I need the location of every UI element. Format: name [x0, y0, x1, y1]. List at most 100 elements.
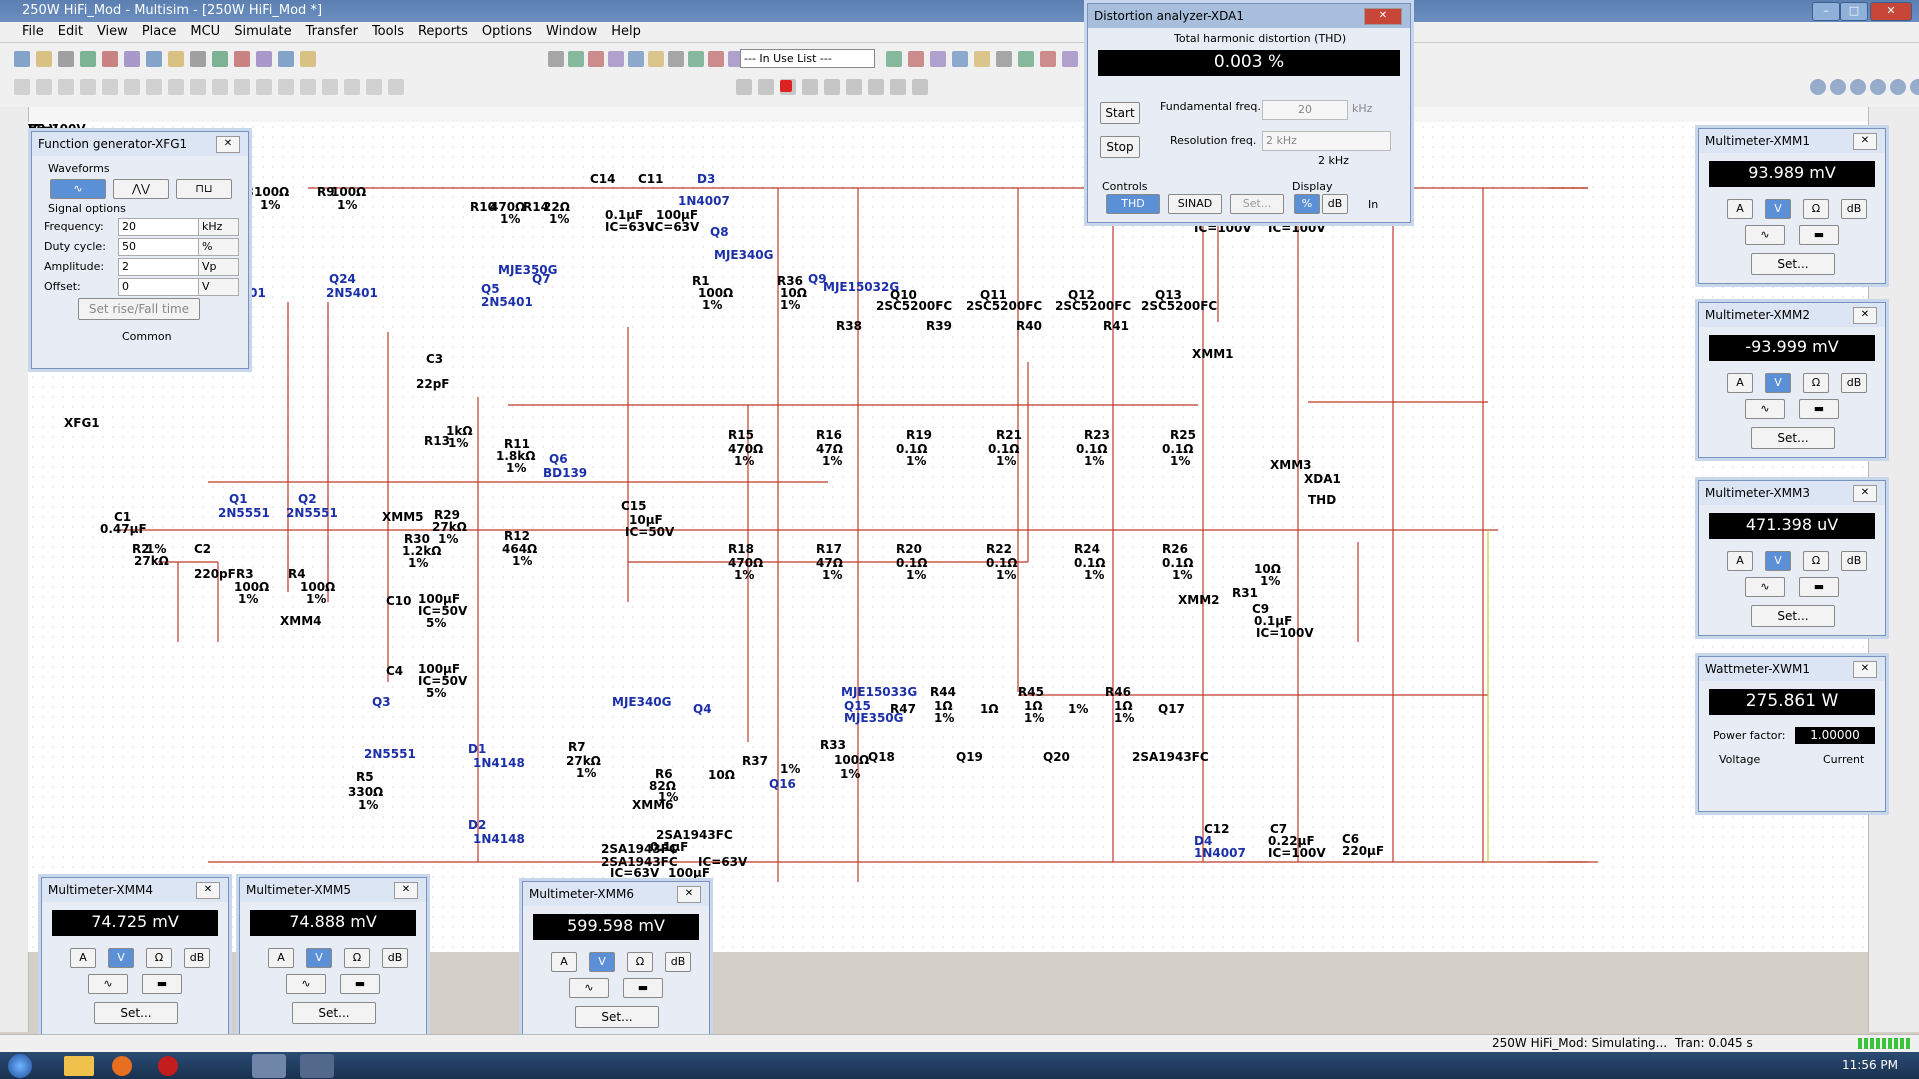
- dc-mode-button[interactable]: ▬: [1799, 577, 1839, 597]
- toolbar-icon[interactable]: [388, 79, 404, 95]
- explorer-icon[interactable]: [64, 1056, 94, 1076]
- start-button[interactable]: Start: [1100, 102, 1140, 124]
- toolbar-icon[interactable]: [256, 79, 272, 95]
- menu-place[interactable]: Place: [141, 24, 177, 39]
- close-icon[interactable]: ✕: [216, 136, 240, 153]
- db-button[interactable]: dB: [1322, 194, 1348, 214]
- toolbar-icon[interactable]: [80, 51, 96, 67]
- toolbar-icon[interactable]: [102, 79, 118, 95]
- decibel-button[interactable]: dB: [665, 952, 691, 972]
- fg-field-unit[interactable]: V: [198, 278, 239, 296]
- ac-mode-button[interactable]: ∿: [1745, 399, 1785, 419]
- ac-mode-button[interactable]: ∿: [88, 974, 128, 994]
- start-button[interactable]: [8, 1054, 32, 1078]
- ac-mode-button[interactable]: ∿: [1745, 577, 1785, 597]
- toolbar-icon[interactable]: [1018, 51, 1034, 67]
- toolbar-icon[interactable]: [974, 51, 990, 67]
- multimeter-set-button[interactable]: Set...: [1751, 605, 1835, 627]
- percent-button[interactable]: %: [1294, 194, 1320, 214]
- toolbar-icon[interactable]: [802, 79, 818, 95]
- stop-button[interactable]: Stop: [1100, 136, 1140, 158]
- firefox-icon[interactable]: [112, 1056, 132, 1076]
- toolbar-icon[interactable]: [758, 79, 774, 95]
- ammeter-button[interactable]: A: [70, 948, 96, 968]
- menu-help[interactable]: Help: [611, 24, 641, 39]
- ohmmeter-button[interactable]: Ω: [1803, 199, 1829, 219]
- toolbar-icon[interactable]: [14, 51, 30, 67]
- menu-mcu[interactable]: MCU: [190, 24, 221, 39]
- toolbar-icon[interactable]: [688, 51, 704, 67]
- toolbar-icon[interactable]: [736, 79, 752, 95]
- toolbar-icon[interactable]: [930, 51, 946, 67]
- toolbar-icon[interactable]: [190, 51, 206, 67]
- fg-field-input[interactable]: 2: [118, 258, 201, 276]
- toolbar-icon[interactable]: [146, 79, 162, 95]
- toolbar-icon[interactable]: [952, 51, 968, 67]
- in-use-list-select[interactable]: --- In Use List ---: [740, 49, 875, 68]
- sine-wave-button[interactable]: ∿: [50, 179, 106, 199]
- decibel-button[interactable]: dB: [1841, 373, 1867, 393]
- toolbar-icon[interactable]: [234, 79, 250, 95]
- maximize-button[interactable]: □: [1840, 2, 1868, 21]
- toolbar-icon[interactable]: [58, 51, 74, 67]
- ohmmeter-button[interactable]: Ω: [627, 952, 653, 972]
- toolbar-icon[interactable]: [190, 79, 206, 95]
- toolbar-icon[interactable]: [124, 51, 140, 67]
- fg-field-input[interactable]: 50: [118, 238, 201, 256]
- toolbar-icon[interactable]: [36, 79, 52, 95]
- set-button[interactable]: Set...: [1230, 194, 1284, 214]
- minimize-button[interactable]: –: [1812, 2, 1840, 21]
- voltmeter-button[interactable]: V: [108, 948, 134, 968]
- toolbar-icon[interactable]: [124, 79, 140, 95]
- toolbar-icon[interactable]: [908, 51, 924, 67]
- fg-field-unit[interactable]: %: [198, 238, 239, 256]
- menu-tools[interactable]: Tools: [371, 24, 404, 39]
- ac-mode-button[interactable]: ∿: [286, 974, 326, 994]
- multimeter-set-button[interactable]: Set...: [1751, 427, 1835, 449]
- toolbar-icon[interactable]: [212, 51, 228, 67]
- decibel-button[interactable]: dB: [1841, 551, 1867, 571]
- toolbar-icon[interactable]: [168, 51, 184, 67]
- close-icon[interactable]: ✕: [1853, 307, 1877, 324]
- decibel-button[interactable]: dB: [184, 948, 210, 968]
- multimeter-set-button[interactable]: Set...: [292, 1002, 376, 1024]
- toolbar-icon[interactable]: [212, 79, 228, 95]
- toolbar-icon[interactable]: [168, 79, 184, 95]
- fg-field-input[interactable]: 20: [118, 218, 201, 236]
- voltmeter-button[interactable]: V: [306, 948, 332, 968]
- multimeter-set-button[interactable]: Set...: [575, 1006, 659, 1028]
- triangle-wave-button[interactable]: ⋀⋁: [113, 179, 169, 199]
- resolution-select[interactable]: 2 kHz: [1262, 131, 1391, 151]
- toolbar-icon[interactable]: [300, 51, 316, 67]
- toolbar-icon[interactable]: [996, 51, 1012, 67]
- toolbar-icon[interactable]: [1040, 51, 1056, 67]
- ac-mode-button[interactable]: ∿: [569, 978, 609, 998]
- zoom-icon[interactable]: [1910, 79, 1919, 95]
- sinad-button[interactable]: SINAD: [1168, 194, 1222, 214]
- menu-view[interactable]: View: [96, 24, 128, 39]
- toolbar-icon[interactable]: [344, 79, 360, 95]
- ohmmeter-button[interactable]: Ω: [146, 948, 172, 968]
- toolbar-icon[interactable]: [58, 79, 74, 95]
- zoom-icon[interactable]: [1890, 79, 1906, 95]
- toolbar-icon[interactable]: [102, 51, 118, 67]
- toolbar-icon[interactable]: [300, 79, 316, 95]
- menu-window[interactable]: Window: [546, 24, 598, 39]
- close-icon[interactable]: ✕: [677, 886, 701, 903]
- dc-mode-button[interactable]: ▬: [1799, 225, 1839, 245]
- menu-transfer[interactable]: Transfer: [305, 24, 358, 39]
- toolbar-icon[interactable]: [366, 79, 382, 95]
- ohmmeter-button[interactable]: Ω: [1803, 373, 1829, 393]
- ammeter-button[interactable]: A: [268, 948, 294, 968]
- decibel-button[interactable]: dB: [382, 948, 408, 968]
- fundamental-input[interactable]: 20: [1262, 100, 1348, 120]
- close-icon[interactable]: ✕: [196, 882, 220, 899]
- menu-edit[interactable]: Edit: [57, 24, 83, 39]
- menu-file[interactable]: File: [22, 24, 44, 39]
- thd-button[interactable]: THD: [1106, 194, 1160, 214]
- set-rise-fall-button[interactable]: Set rise/Fall time: [78, 298, 200, 320]
- toolbar-icon[interactable]: [608, 51, 624, 67]
- menu-reports[interactable]: Reports: [417, 24, 468, 39]
- toolbar-icon[interactable]: [846, 79, 862, 95]
- multimeter-set-button[interactable]: Set...: [1751, 253, 1835, 275]
